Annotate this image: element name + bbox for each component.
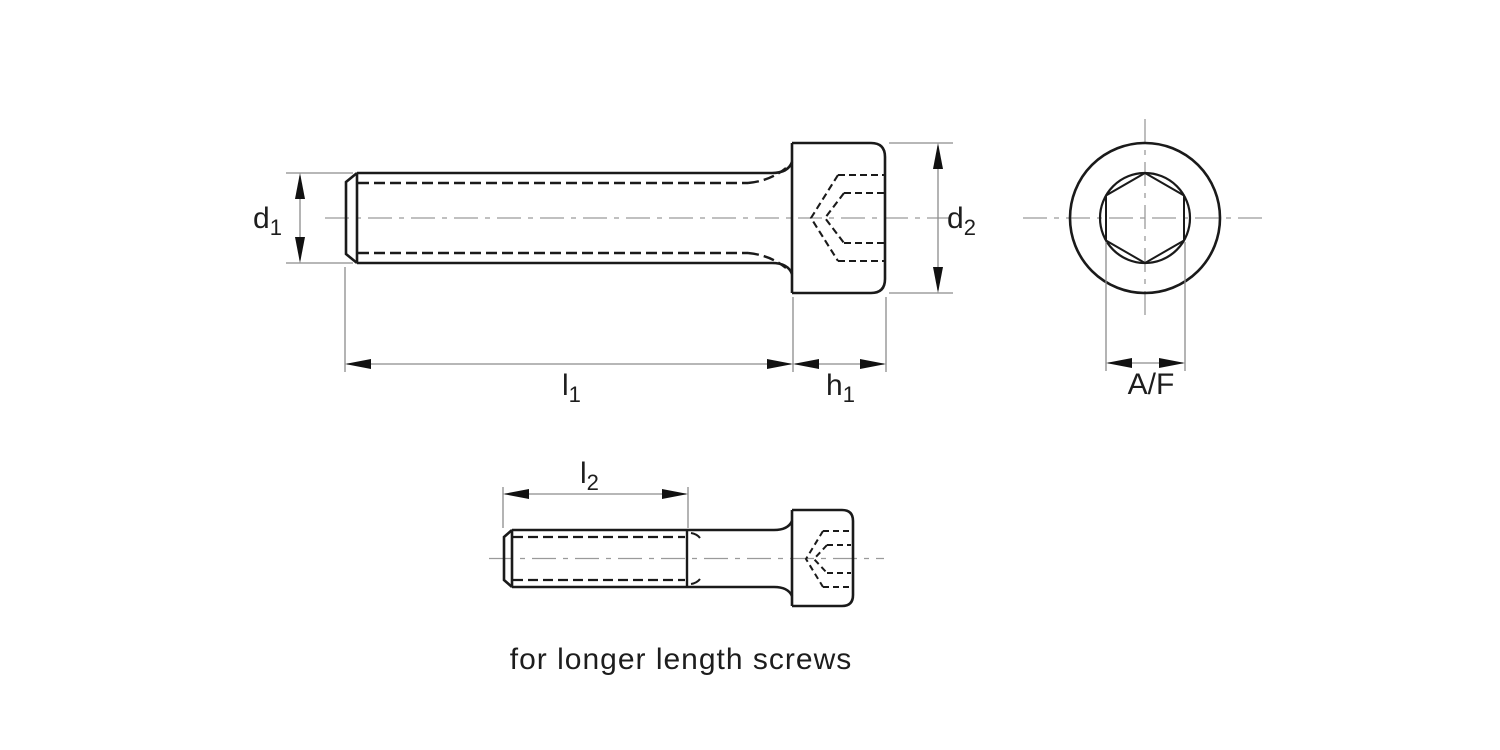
d1-extension-lines [286, 172, 353, 264]
d2-label: d2 [947, 202, 976, 240]
d2-extension-lines [889, 142, 953, 294]
af-label: A/F [1128, 368, 1175, 401]
af-extension-lines [1105, 242, 1186, 371]
d2-arrow-up [933, 143, 943, 169]
h1-arrow-right [860, 359, 886, 369]
thread-runout-top [747, 167, 787, 185]
l1-label: l1 [562, 369, 581, 407]
af-arrow-left [1106, 358, 1132, 368]
d1-arrow-up [295, 173, 305, 199]
l1-arrow-right [767, 359, 793, 369]
dimension-d1: d1 [253, 172, 353, 264]
long-screw-top-outline [512, 520, 794, 532]
l2-arrow-left [503, 489, 529, 499]
long-screw-view [489, 508, 884, 608]
d2-arrow-down [933, 267, 943, 293]
dimension-l2: l2 [502, 457, 689, 528]
side-view-screw [325, 141, 957, 295]
l2-arrow-right [662, 489, 688, 499]
screw-tip-chamfer [344, 171, 358, 265]
long-screw-hex-socket-hidden-lines [804, 530, 851, 588]
hex-socket-hidden-lines [809, 173, 884, 263]
head-outer-circle [1068, 141, 1222, 295]
h1-label: h1 [826, 369, 855, 407]
caption: for longer length screws [510, 643, 853, 676]
h1-arrow-left [793, 359, 819, 369]
long-screw-head-outline [792, 508, 855, 608]
af-arrow-right [1159, 358, 1185, 368]
end-view [1023, 119, 1267, 318]
shank-top-outline [357, 161, 794, 175]
d1-label: d1 [253, 202, 282, 240]
hex-socket-polygon [1105, 171, 1185, 265]
long-screw-bottom-outline [512, 585, 794, 597]
l2-extension-lines [502, 487, 689, 528]
d1-arrow-down [295, 237, 305, 263]
dimension-af: A/F [1105, 242, 1186, 401]
thread-runout-bottom [747, 251, 787, 269]
dimension-l1-h1: l1 h1 [344, 267, 887, 407]
dimension-d2: d2 [889, 142, 976, 294]
l2-label: l2 [580, 457, 599, 495]
head-outline [792, 141, 887, 295]
thread-end-runout-bottom [690, 578, 701, 585]
thread-end-runout-top [690, 532, 701, 539]
l1-arrow-left [345, 359, 371, 369]
long-screw-tip-chamfer [502, 529, 513, 588]
shank-bottom-outline [357, 261, 794, 275]
